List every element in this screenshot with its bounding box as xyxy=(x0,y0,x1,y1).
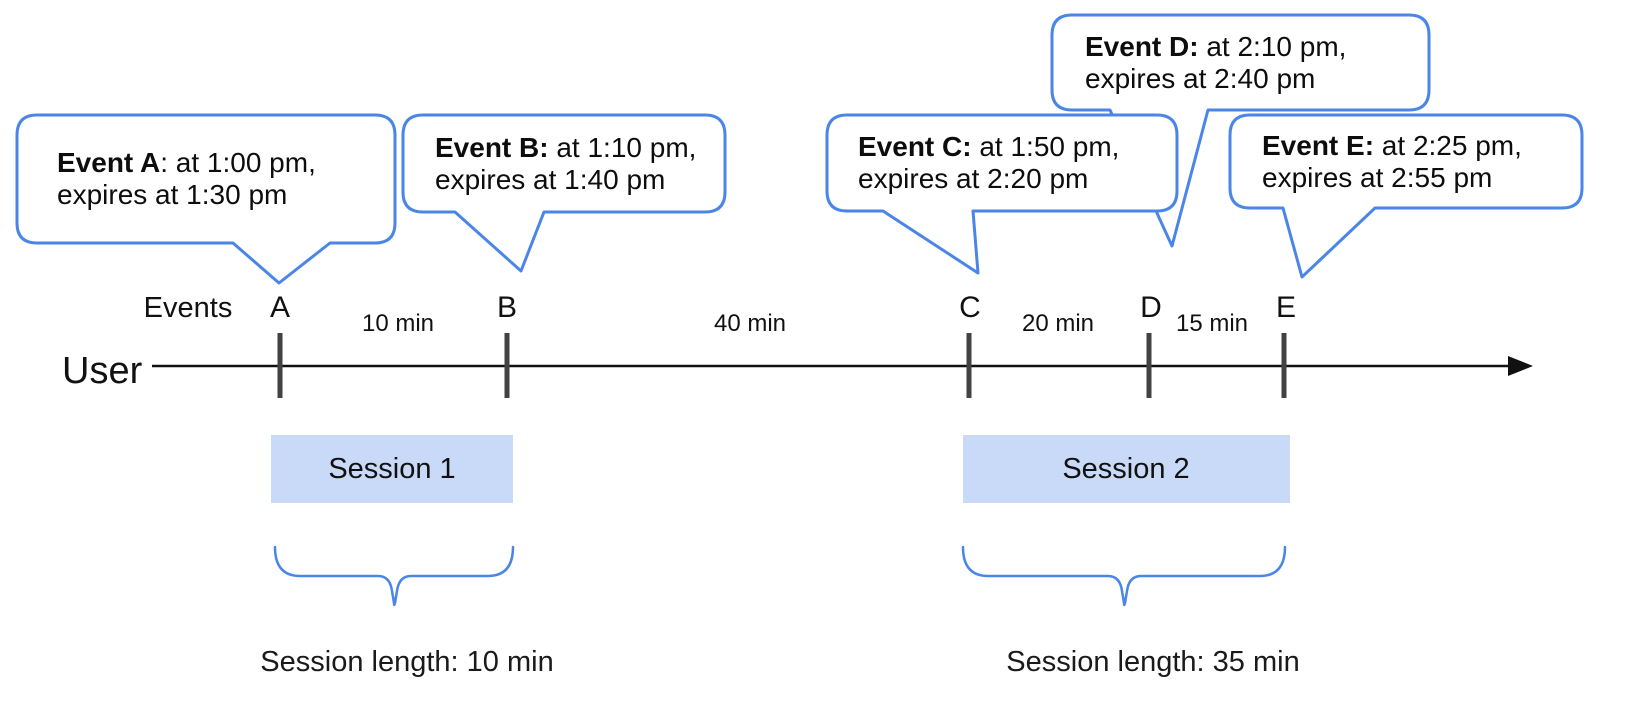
interval-label-c-d: 20 min xyxy=(1021,310,1095,337)
interval-label-a-b: 10 min xyxy=(361,310,435,337)
event-d-bubble-text: Event D: at 2:10 pm, expires at 2:40 pm xyxy=(1052,15,1429,110)
event-e-time: at 2:25 pm, xyxy=(1374,129,1522,161)
events-row-label: Events xyxy=(143,292,233,324)
event-b-line2: expires at 1:40 pm xyxy=(435,163,666,195)
event-a-time: : at 1:00 pm, xyxy=(160,147,316,178)
session-2-box xyxy=(963,435,1290,503)
event-c-time: at 1:50 pm, xyxy=(971,131,1120,162)
interval-label-b-c: 40 min xyxy=(713,310,787,337)
speech-bubble-event-e xyxy=(1228,113,1584,279)
event-c-line1: Event C: at 1:50 pm, xyxy=(858,131,1177,163)
event-c-line2: expires at 2:20 pm xyxy=(858,163,1089,194)
event-letter-b: B xyxy=(496,291,518,324)
speech-bubble-event-a xyxy=(15,113,397,285)
session-1-length-label: Session length: 10 min xyxy=(260,646,554,678)
event-a-title: Event A xyxy=(57,147,161,178)
session-1-box xyxy=(271,435,513,503)
event-e-bubble-text: Event E: at 2:25 pm, expires at 2:55 pm xyxy=(1230,115,1582,208)
event-d-time: at 2:10 pm, xyxy=(1198,30,1347,62)
event-a-line1: Event A: at 1:00 pm, xyxy=(57,147,395,179)
session-2-length-label: Session length: 35 min xyxy=(1006,646,1300,678)
event-b-time: at 1:10 pm, xyxy=(548,131,697,163)
event-b-title: Event B: xyxy=(435,131,549,163)
event-c-title: Event C: xyxy=(858,131,972,162)
session-1-brace-icon xyxy=(273,545,515,607)
event-c-bubble-text: Event C: at 1:50 pm, expires at 2:20 pm xyxy=(827,115,1177,211)
event-e-line1: Event E: at 2:25 pm, xyxy=(1262,130,1582,162)
speech-bubble-event-b xyxy=(401,113,727,273)
event-e-title: Event E: xyxy=(1262,129,1375,161)
event-b-line1: Event B: at 1:10 pm, xyxy=(435,132,725,164)
timeline-arrowhead-icon xyxy=(1508,356,1533,376)
event-letter-c: C xyxy=(959,291,981,324)
event-d-line2: expires at 2:40 pm xyxy=(1085,62,1316,94)
user-row-label: User xyxy=(62,350,143,392)
event-d-line1: Event D: at 2:10 pm, xyxy=(1085,31,1429,63)
event-a-bubble-text: Event A: at 1:00 pm, expires at 1:30 pm xyxy=(17,115,395,243)
session-2-label: Session 2 xyxy=(1062,453,1190,485)
event-letter-a: A xyxy=(269,291,291,324)
session-2-brace-icon xyxy=(961,545,1287,607)
event-letter-e: E xyxy=(1275,291,1297,324)
event-e-line2: expires at 2:55 pm xyxy=(1262,161,1493,193)
session-1-label: Session 1 xyxy=(328,453,456,485)
event-d-title: Event D: xyxy=(1085,30,1199,62)
event-b-bubble-text: Event B: at 1:10 pm, expires at 1:40 pm xyxy=(403,115,725,212)
event-letter-d: D xyxy=(1140,291,1162,324)
speech-bubble-event-c xyxy=(825,113,1179,275)
interval-label-d-e: 15 min xyxy=(1175,310,1249,337)
event-a-line2: expires at 1:30 pm xyxy=(57,179,288,210)
